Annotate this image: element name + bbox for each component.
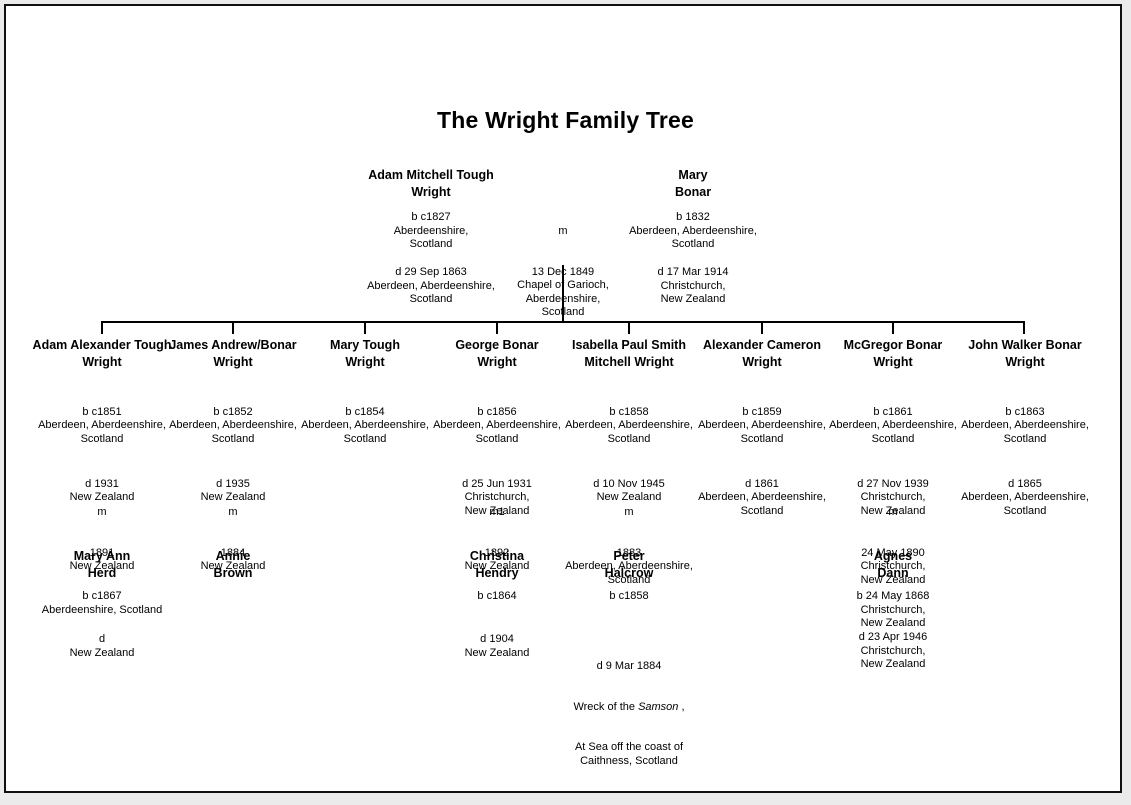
- spouse-birth-details: b c1867 Aberdeenshire, Scotland: [41, 590, 163, 616]
- birth-details: b c1854 Aberdeen, Aberdeenshire, Scotlan…: [301, 405, 429, 445]
- death-details: d 1861 Aberdeen, Aberdeenshire, Scotland: [698, 477, 826, 517]
- death-details: d 10 Nov 1945 New Zealand: [593, 477, 665, 504]
- marriage-block: m 1883 Aberdeen, Aberdeenshire, Scotland: [554, 479, 704, 614]
- mother-column: Mary Bonar b 1832 Aberdeen, Aberdeenshir…: [593, 0, 793, 805]
- spouse-name: Peter Halcrow: [604, 549, 654, 580]
- person-name: Isabella Paul Smith Mitchell Wright: [572, 338, 686, 369]
- spouse-death-details: d New Zealand: [69, 633, 135, 659]
- child-drop-line-2: [232, 321, 234, 334]
- marriage-label: m: [888, 506, 898, 518]
- person-name: James Andrew/Bonar Wright: [169, 338, 297, 369]
- birth-details: b c1861 Aberdeen, Aberdeenshire, Scotlan…: [829, 405, 957, 445]
- person-name: George Bonar Wright: [455, 338, 539, 369]
- death-details: d 1931 New Zealand: [69, 477, 135, 504]
- vitals: b c1852 Aberdeen, Aberdeenshire, Scotlan…: [158, 379, 308, 532]
- child-drop-line-1: [101, 321, 103, 334]
- person-name: Adam Alexander Tough Wright: [32, 338, 172, 369]
- death-details: d 17 Mar 1914 Christchurch, New Zealand: [657, 266, 729, 305]
- death-details: d 29 Sep 1863 Aberdeen, Aberdeenshire, S…: [367, 266, 495, 305]
- marriage-block: m 24 May 1890 Christchurch, New Zealand: [818, 479, 968, 614]
- spouse-name: Christina Hendry: [469, 549, 525, 580]
- child-column-8: John Walker Bonar Wright b c1863 Aberdee…: [950, 0, 1100, 805]
- marriage-block: m1 1892 New Zealand: [422, 479, 572, 601]
- child-column-4: George Bonar Wright b c1856 Aberdeen, Ab…: [422, 0, 572, 805]
- spouse-death-details: d 23 Apr 1946 Christchurch, New Zealand: [858, 631, 928, 670]
- marriage-details: 1892 New Zealand: [464, 546, 530, 573]
- child-column-5: Isabella Paul Smith Mitchell Wright b c1…: [554, 0, 704, 805]
- father-column: Adam Mitchell Tough Wright b c1827 Aberd…: [331, 0, 531, 805]
- marriage-block: m 1891 New Zealand: [27, 479, 177, 601]
- marriage-label: m1: [489, 506, 505, 518]
- child-drop-line-3: [364, 321, 366, 334]
- child-column-7: McGregor Bonar Wright b c1861 Aberdeen, …: [818, 0, 968, 805]
- birth-details: b c1856 Aberdeen, Aberdeenshire, Scotlan…: [433, 405, 561, 445]
- spouse-death-details: d 1904 New Zealand: [464, 633, 530, 659]
- vitals: b c1858 Aberdeen, Aberdeenshire, Scotlan…: [554, 379, 704, 532]
- child-drop-line-6: [761, 321, 763, 334]
- death-details: d 25 Jun 1931 Christchurch, New Zealand: [462, 477, 532, 517]
- death-details: d 1935 New Zealand: [200, 477, 266, 504]
- page-border: [4, 4, 1122, 793]
- birth-details: b c1863 Aberdeen, Aberdeenshire, Scotlan…: [961, 405, 1089, 445]
- marriage-block: m 1884 New Zealand: [158, 479, 308, 601]
- page-title: The Wright Family Tree: [436, 107, 695, 133]
- birth-details: b 1832 Aberdeen, Aberdeenshire, Scotland: [629, 211, 757, 250]
- birth-details: b c1827 Aberdeenshire, Scotland: [393, 211, 469, 250]
- marriage-details: 1883 Aberdeen, Aberdeenshire, Scotland: [565, 546, 693, 586]
- spouse-death-wreck-line: Wreck of the Samson ,: [573, 700, 685, 713]
- child-column-1: Adam Alexander Tough Wright b c1851 Aber…: [27, 0, 177, 805]
- marriage-details: 24 May 1890 Christchurch, New Zealand: [860, 546, 926, 586]
- person-name: Alexander Cameron Wright: [702, 338, 822, 369]
- spouse-name: Mary Ann Herd: [73, 549, 131, 580]
- vitals: b c1854 Aberdeen, Aberdeenshire, Scotlan…: [290, 379, 440, 474]
- child-drop-line-5: [628, 321, 630, 334]
- vitals: b c1851 Aberdeen, Aberdeenshire, Scotlan…: [27, 379, 177, 532]
- sibling-connector-line: [101, 321, 1025, 323]
- birth-details: b c1851 Aberdeen, Aberdeenshire, Scotlan…: [38, 405, 166, 445]
- person-name: Mary Bonar: [674, 168, 712, 199]
- child-column-2: James Andrew/Bonar Wright b c1852 Aberde…: [158, 0, 308, 805]
- ship-name: Samson: [638, 700, 679, 713]
- spouse-birth-details: b c1864: [477, 590, 517, 602]
- spouse-death-date: d 9 Mar 1884: [596, 660, 662, 672]
- marriage-details: 1891 New Zealand: [69, 546, 135, 573]
- spouse-death-details: d 9 Mar 1884 Wreck of the Samson , At Se…: [554, 633, 704, 795]
- vitals: b c1856 Aberdeen, Aberdeenshire, Scotlan…: [422, 379, 572, 546]
- spouse-birth-details: b 24 May 1868 Christchurch, New Zealand: [856, 590, 930, 629]
- marriage-details: 1884 New Zealand: [200, 546, 266, 573]
- birth-details: b c1852 Aberdeen, Aberdeenshire, Scotlan…: [169, 405, 297, 445]
- spouse-name: Annie Brown: [213, 549, 253, 580]
- child-column-6: Alexander Cameron Wright b c1859 Aberdee…: [687, 0, 837, 805]
- child-drop-line-8: [1023, 321, 1025, 334]
- vitals: b c1859 Aberdeen, Aberdeenshire, Scotlan…: [687, 379, 837, 546]
- descent-line: [562, 265, 564, 323]
- marriage-label: m: [228, 506, 238, 518]
- birth-details: b c1859 Aberdeen, Aberdeenshire, Scotlan…: [698, 405, 826, 445]
- death-details: d 27 Nov 1939 Christchurch, New Zealand: [857, 477, 929, 517]
- person-name: John Walker Bonar Wright: [968, 338, 1082, 369]
- birth-details: b c1858 Aberdeen, Aberdeenshire, Scotlan…: [565, 405, 693, 445]
- person-name: Adam Mitchell Tough Wright: [368, 168, 494, 199]
- marriage-label: m: [558, 225, 568, 237]
- person-name: McGregor Bonar Wright: [843, 338, 943, 369]
- vitals: b c1863 Aberdeen, Aberdeenshire, Scotlan…: [950, 379, 1100, 546]
- child-drop-line-7: [892, 321, 894, 334]
- spouse-name: Agnes Dann: [873, 549, 913, 580]
- marriage-label: m: [97, 506, 107, 518]
- vitals: b c1861 Aberdeen, Aberdeenshire, Scotlan…: [818, 379, 968, 546]
- spouse-death-place: At Sea off the coast of Caithness, Scotl…: [574, 741, 684, 767]
- death-details: d 1865 Aberdeen, Aberdeenshire, Scotland: [961, 477, 1089, 517]
- child-column-3: Mary Tough Wright b c1854 Aberdeen, Aber…: [290, 0, 440, 805]
- marriage-label: m: [624, 506, 634, 518]
- person-name: Mary Tough Wright: [330, 338, 400, 369]
- spouse-birth-details: b c1858: [609, 590, 649, 602]
- child-drop-line-4: [496, 321, 498, 334]
